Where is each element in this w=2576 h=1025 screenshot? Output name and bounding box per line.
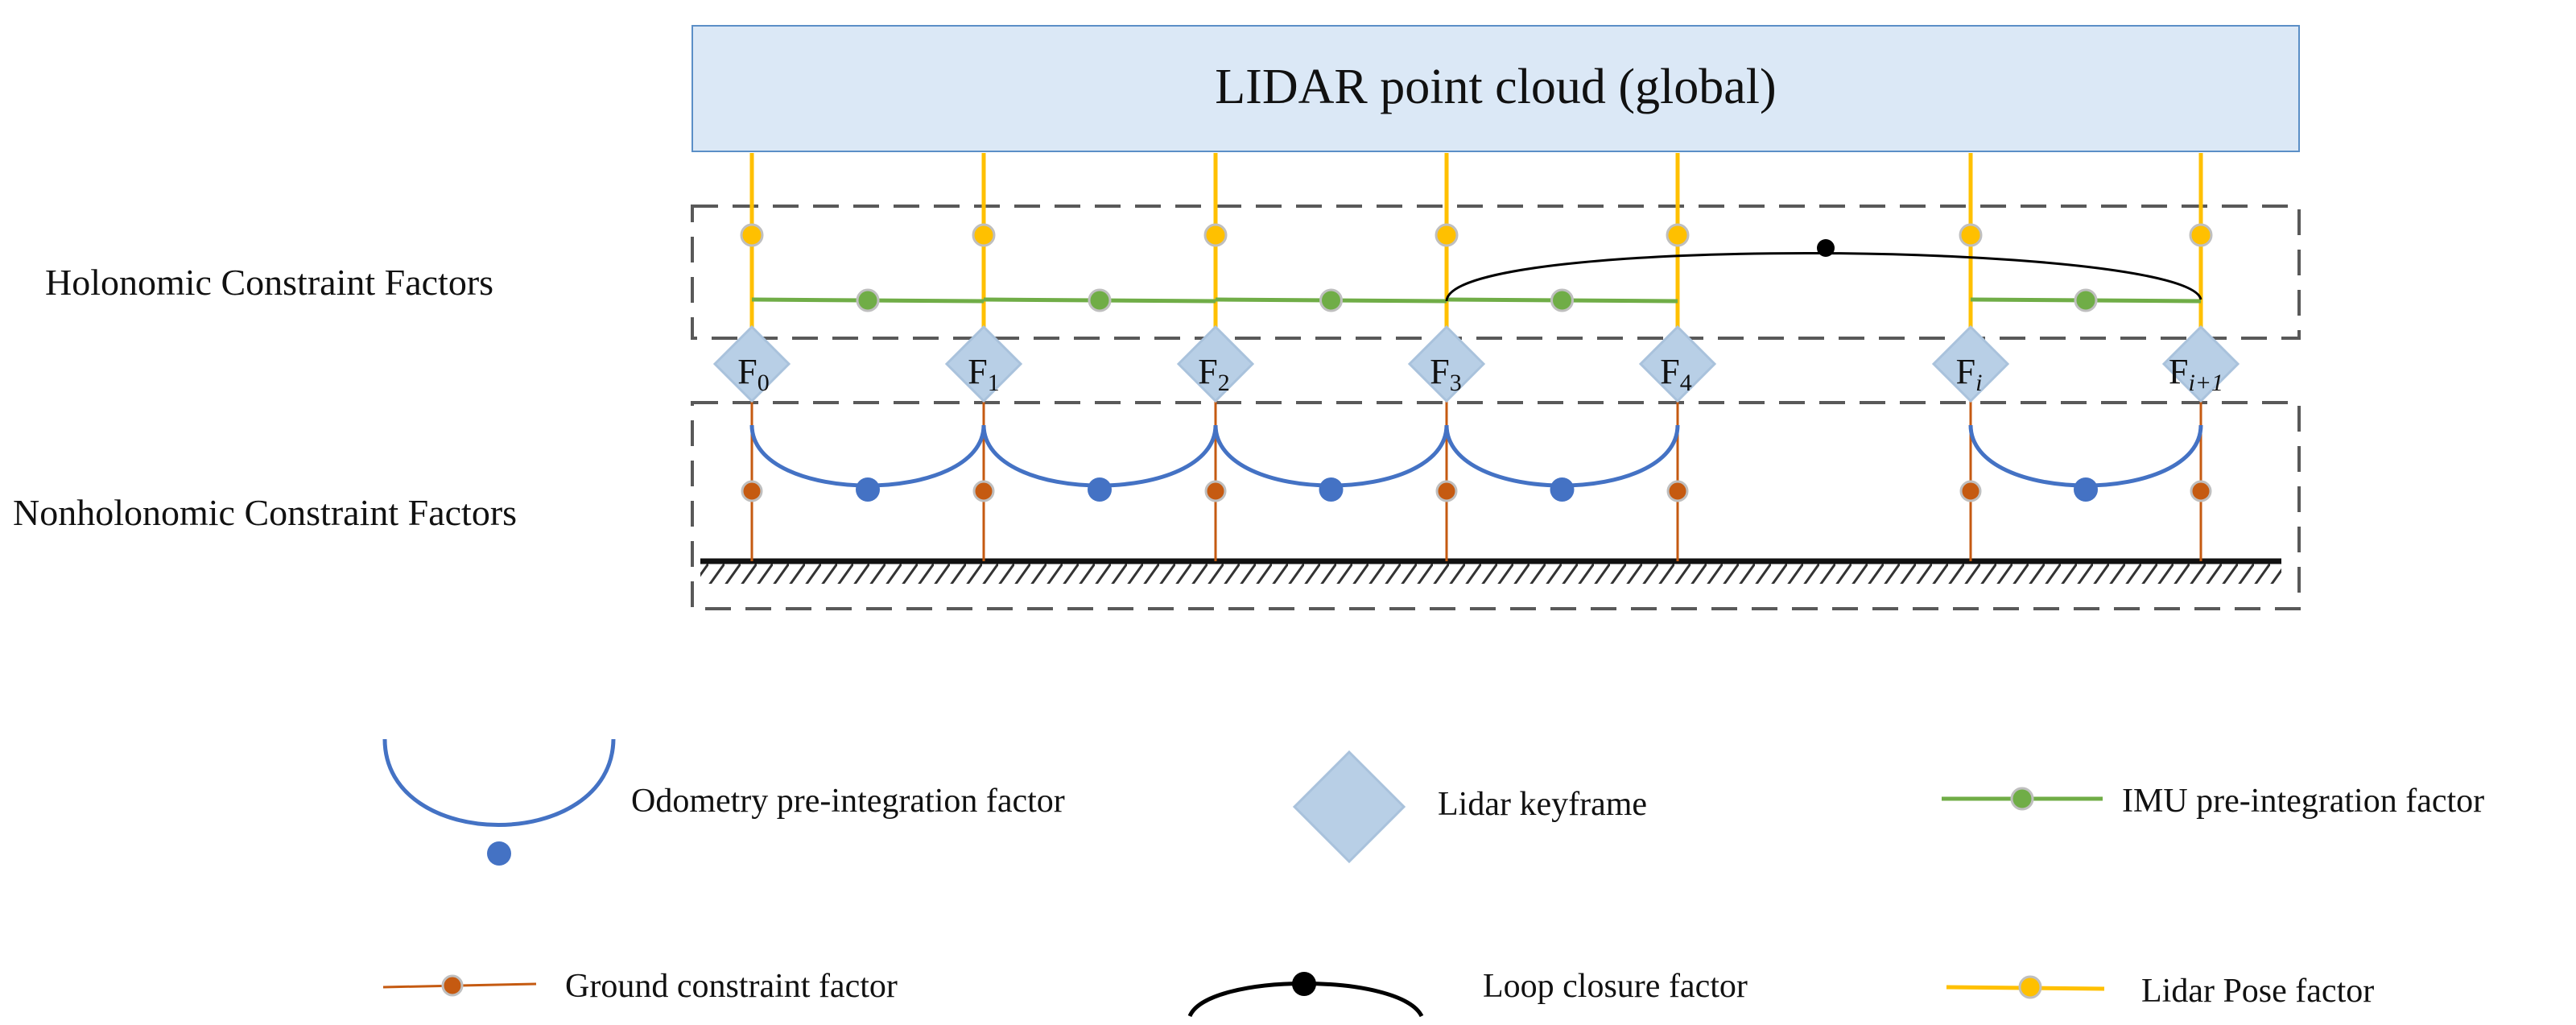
lidar-pose-node-3 (1435, 223, 1459, 247)
holonomic-label: Holonomic Constraint Factors (45, 262, 493, 303)
ground-hatch (700, 561, 2281, 584)
lidar-keyframe-diamond-1 (944, 324, 1023, 403)
ground-node-5 (1959, 480, 1982, 502)
odometry-arc-2 (1213, 424, 1449, 488)
lidar-pose-node-1 (972, 223, 996, 247)
keyframe-label-1: F1 (968, 352, 999, 396)
keyframe-label-2: F2 (1198, 352, 1229, 396)
lidar-keyframe-diamond-6 (2161, 324, 2240, 403)
holonomic-region-box (691, 205, 2301, 340)
lidar-pose-node-4 (1666, 223, 1690, 247)
ground-node-1 (972, 480, 995, 502)
nonholonomic-label: Nonholonomic Constraint Factors (13, 492, 517, 533)
lidar-pose-node-6 (2189, 223, 2213, 247)
odometry-node-1 (1088, 477, 1112, 502)
ground-node-4 (1666, 480, 1689, 502)
svg-text:F0: F0 (737, 352, 769, 396)
odometry-node-0 (856, 477, 880, 502)
ground-node-2 (1204, 480, 1227, 502)
legend-graphics (382, 738, 2105, 1018)
lidar-point-cloud-box (691, 25, 2300, 152)
svg-text:Fi: Fi (1956, 352, 1983, 396)
odometry-node-2 (1319, 477, 1344, 502)
imu-node-0 (856, 288, 880, 312)
keyframe-label-i-plus-1: Fi+1 (2169, 352, 2223, 396)
legend-loop-node (1292, 972, 1316, 996)
imu-node-2 (1319, 288, 1343, 312)
legend-pose-label: Lidar Pose factor (2141, 973, 2374, 1010)
legend-odometry-node (487, 841, 511, 866)
imu-node-1 (1088, 288, 1112, 312)
keyframe-label-0: F0 (737, 352, 769, 396)
lidar-keyframe-diamond-0 (712, 324, 791, 403)
legend-odometry-label: Odometry pre-integration factor (631, 783, 1065, 820)
odometry-node-3 (1550, 477, 1575, 502)
svg-text:F2: F2 (1198, 352, 1229, 396)
odometry-arc-0 (749, 424, 986, 488)
odometry-arc-4 (1968, 424, 2203, 488)
svg-text:Fi+1: Fi+1 (2169, 352, 2223, 396)
legend-imu-label: IMU pre-integration factor (2122, 783, 2484, 820)
legend-odometry-arc (382, 738, 616, 827)
lidar-keyframe-diamond-3 (1407, 324, 1486, 403)
odometry-arc-1 (981, 424, 1218, 488)
legend-keyframe-diamond (1292, 750, 1406, 864)
svg-text:F1: F1 (968, 352, 999, 396)
keyframe-label-3: F3 (1430, 352, 1461, 396)
banner-title: LIDAR point cloud (global) (1215, 60, 1776, 114)
lidar-keyframe-diamond-2 (1176, 324, 1255, 403)
svg-text:F3: F3 (1430, 352, 1461, 396)
lidar-pose-node-0 (740, 223, 764, 247)
keyframe-label-i: Fi (1956, 352, 1983, 396)
nonholonomic-region-box (691, 401, 2301, 610)
ground-node-0 (741, 480, 763, 502)
ground-node-6 (2190, 480, 2212, 502)
odometry-arc-3 (1444, 424, 1680, 488)
legend-keyframe-label: Lidar keyframe (1438, 786, 1647, 823)
lidar-keyframe-diamond-4 (1638, 324, 1717, 403)
legend-pose-node (2018, 975, 2042, 999)
legend-loop-label: Loop closure factor (1483, 968, 1748, 1005)
odometry-node-4 (2074, 477, 2098, 502)
legend-ground-label: Ground constraint factor (565, 968, 898, 1005)
imu-node-4 (2074, 288, 2098, 312)
legend-ground-node (441, 974, 464, 997)
imu-node-3 (1550, 288, 1574, 312)
lidar-keyframe-diamond-5 (1931, 324, 2010, 403)
ground-node-3 (1435, 480, 1458, 502)
lidar-pose-node-2 (1203, 223, 1228, 247)
factor-graph (712, 153, 2240, 561)
legend-imu-node (2010, 787, 2034, 811)
svg-text:F4: F4 (1660, 352, 1691, 396)
lidar-pose-node-5 (1959, 223, 1983, 247)
loop-closure-node (1817, 239, 1835, 257)
keyframe-label-4: F4 (1660, 352, 1691, 396)
